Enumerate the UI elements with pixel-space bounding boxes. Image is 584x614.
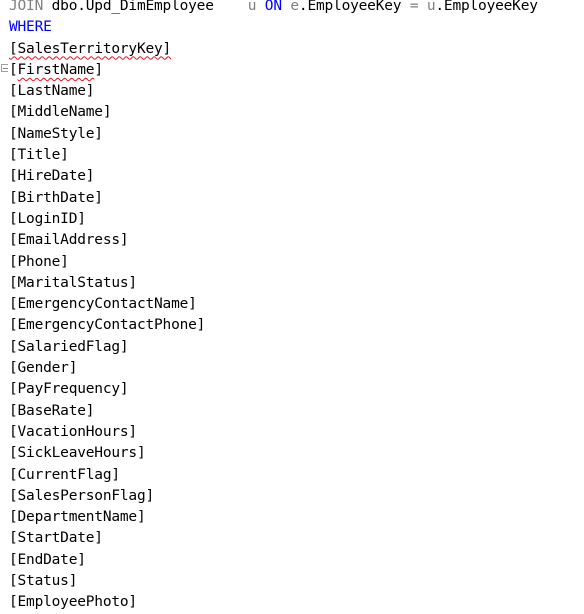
code-line-column: [BaseRate] — [9, 401, 584, 422]
column-identifier: [Gender] — [9, 360, 78, 377]
code-line-column: [DepartmentName] — [9, 507, 584, 528]
where-keyword: WHERE — [9, 19, 52, 36]
column-identifier: [SalesTerritoryKey] — [9, 40, 172, 57]
column-identifier: [Phone] — [9, 253, 69, 270]
code-line-column: [EmergencyContactName] — [9, 294, 584, 315]
code-line-column: [EmailAddress] — [9, 230, 584, 251]
code-line-column: [Gender] — [9, 358, 584, 379]
code-line-column: [SalariedFlag] — [9, 337, 584, 358]
column-identifier: [CurrentFlag] — [9, 466, 120, 483]
code-line-column: [Title] — [9, 145, 584, 166]
column-identifier: [LastName] — [9, 83, 95, 100]
left-column: .EmployeeKey — [298, 0, 402, 14]
right-alias: u — [426, 0, 436, 14]
code-line-column: [CurrentFlag] — [9, 465, 584, 486]
code-line-column: [EmergencyContactPhone] — [9, 315, 584, 336]
on-keyword: ON — [264, 0, 282, 14]
code-line-column: [MiddleName] — [9, 102, 584, 123]
column-identifier: [NameStyle] — [9, 125, 103, 142]
column-identifier: [VacationHours] — [9, 423, 137, 440]
code-line-column: [Phone] — [9, 252, 584, 273]
code-line-column: [SickLeaveHours] — [9, 443, 584, 464]
code-line-column: [LoginID] — [9, 209, 584, 230]
code-line-column: [BirthDate] — [9, 188, 584, 209]
code-line-column: [LastName] — [9, 81, 584, 102]
column-identifier: FirstName — [17, 61, 95, 78]
column-identifier: [Status] — [9, 573, 78, 590]
equals-operator: = — [409, 0, 419, 14]
column-identifier: [EmployeePhoto] — [9, 594, 137, 611]
column-identifier: [BaseRate] — [9, 402, 95, 419]
column-identifier: [EmergencyContactName] — [9, 296, 197, 313]
code-line-column: [Status] — [9, 571, 584, 592]
table-alias: u — [247, 0, 257, 14]
code-line-column: [SalesPersonFlag] — [9, 486, 584, 507]
right-column: .EmployeeKey — [435, 0, 538, 14]
code-line-column: [FirstName] — [9, 61, 103, 78]
column-identifier: [BirthDate] — [9, 189, 103, 206]
code-line-where: WHERE — [9, 17, 584, 38]
left-alias: e — [290, 0, 299, 14]
column-identifier: [StartDate] — [9, 530, 103, 547]
outline-collapse-icon[interactable] — [1, 64, 8, 72]
column-identifier: [SalariedFlag] — [9, 338, 129, 355]
code-line-column: [EmployeePhoto] — [9, 592, 584, 613]
editor-gutter — [0, 0, 8, 611]
code-line-column: [PayFrequency] — [9, 379, 584, 400]
column-identifier: [MaritalStatus] — [9, 274, 137, 291]
column-identifier: [PayFrequency] — [9, 381, 129, 398]
join-keyword: JOIN — [9, 0, 44, 14]
column-identifier: [Title] — [9, 147, 69, 164]
code-line-column: [EndDate] — [9, 550, 584, 571]
column-identifier: [SalesPersonFlag] — [9, 487, 155, 504]
code-line-column: [HireDate] — [9, 166, 584, 187]
table-name: dbo.Upd_DimEmployee — [51, 0, 214, 14]
code-line-column: [NameStyle] — [9, 124, 584, 145]
code-line-column: [StartDate] — [9, 528, 584, 549]
column-identifier: [SickLeaveHours] — [9, 445, 146, 462]
column-identifier: [EmailAddress] — [9, 232, 129, 249]
column-identifier: [EmergencyContactPhone] — [9, 317, 206, 334]
code-line-column: [VacationHours] — [9, 422, 584, 443]
column-identifier: [MiddleName] — [9, 104, 112, 121]
code-line-column: [SalesTerritoryKey] — [9, 39, 584, 60]
column-identifier: [LoginID] — [9, 210, 86, 227]
code-line-column: [MaritalStatus] — [9, 273, 584, 294]
column-identifier: [EndDate] — [9, 551, 86, 568]
column-identifier: [HireDate] — [9, 168, 95, 185]
column-identifier: [DepartmentName] — [9, 509, 146, 526]
